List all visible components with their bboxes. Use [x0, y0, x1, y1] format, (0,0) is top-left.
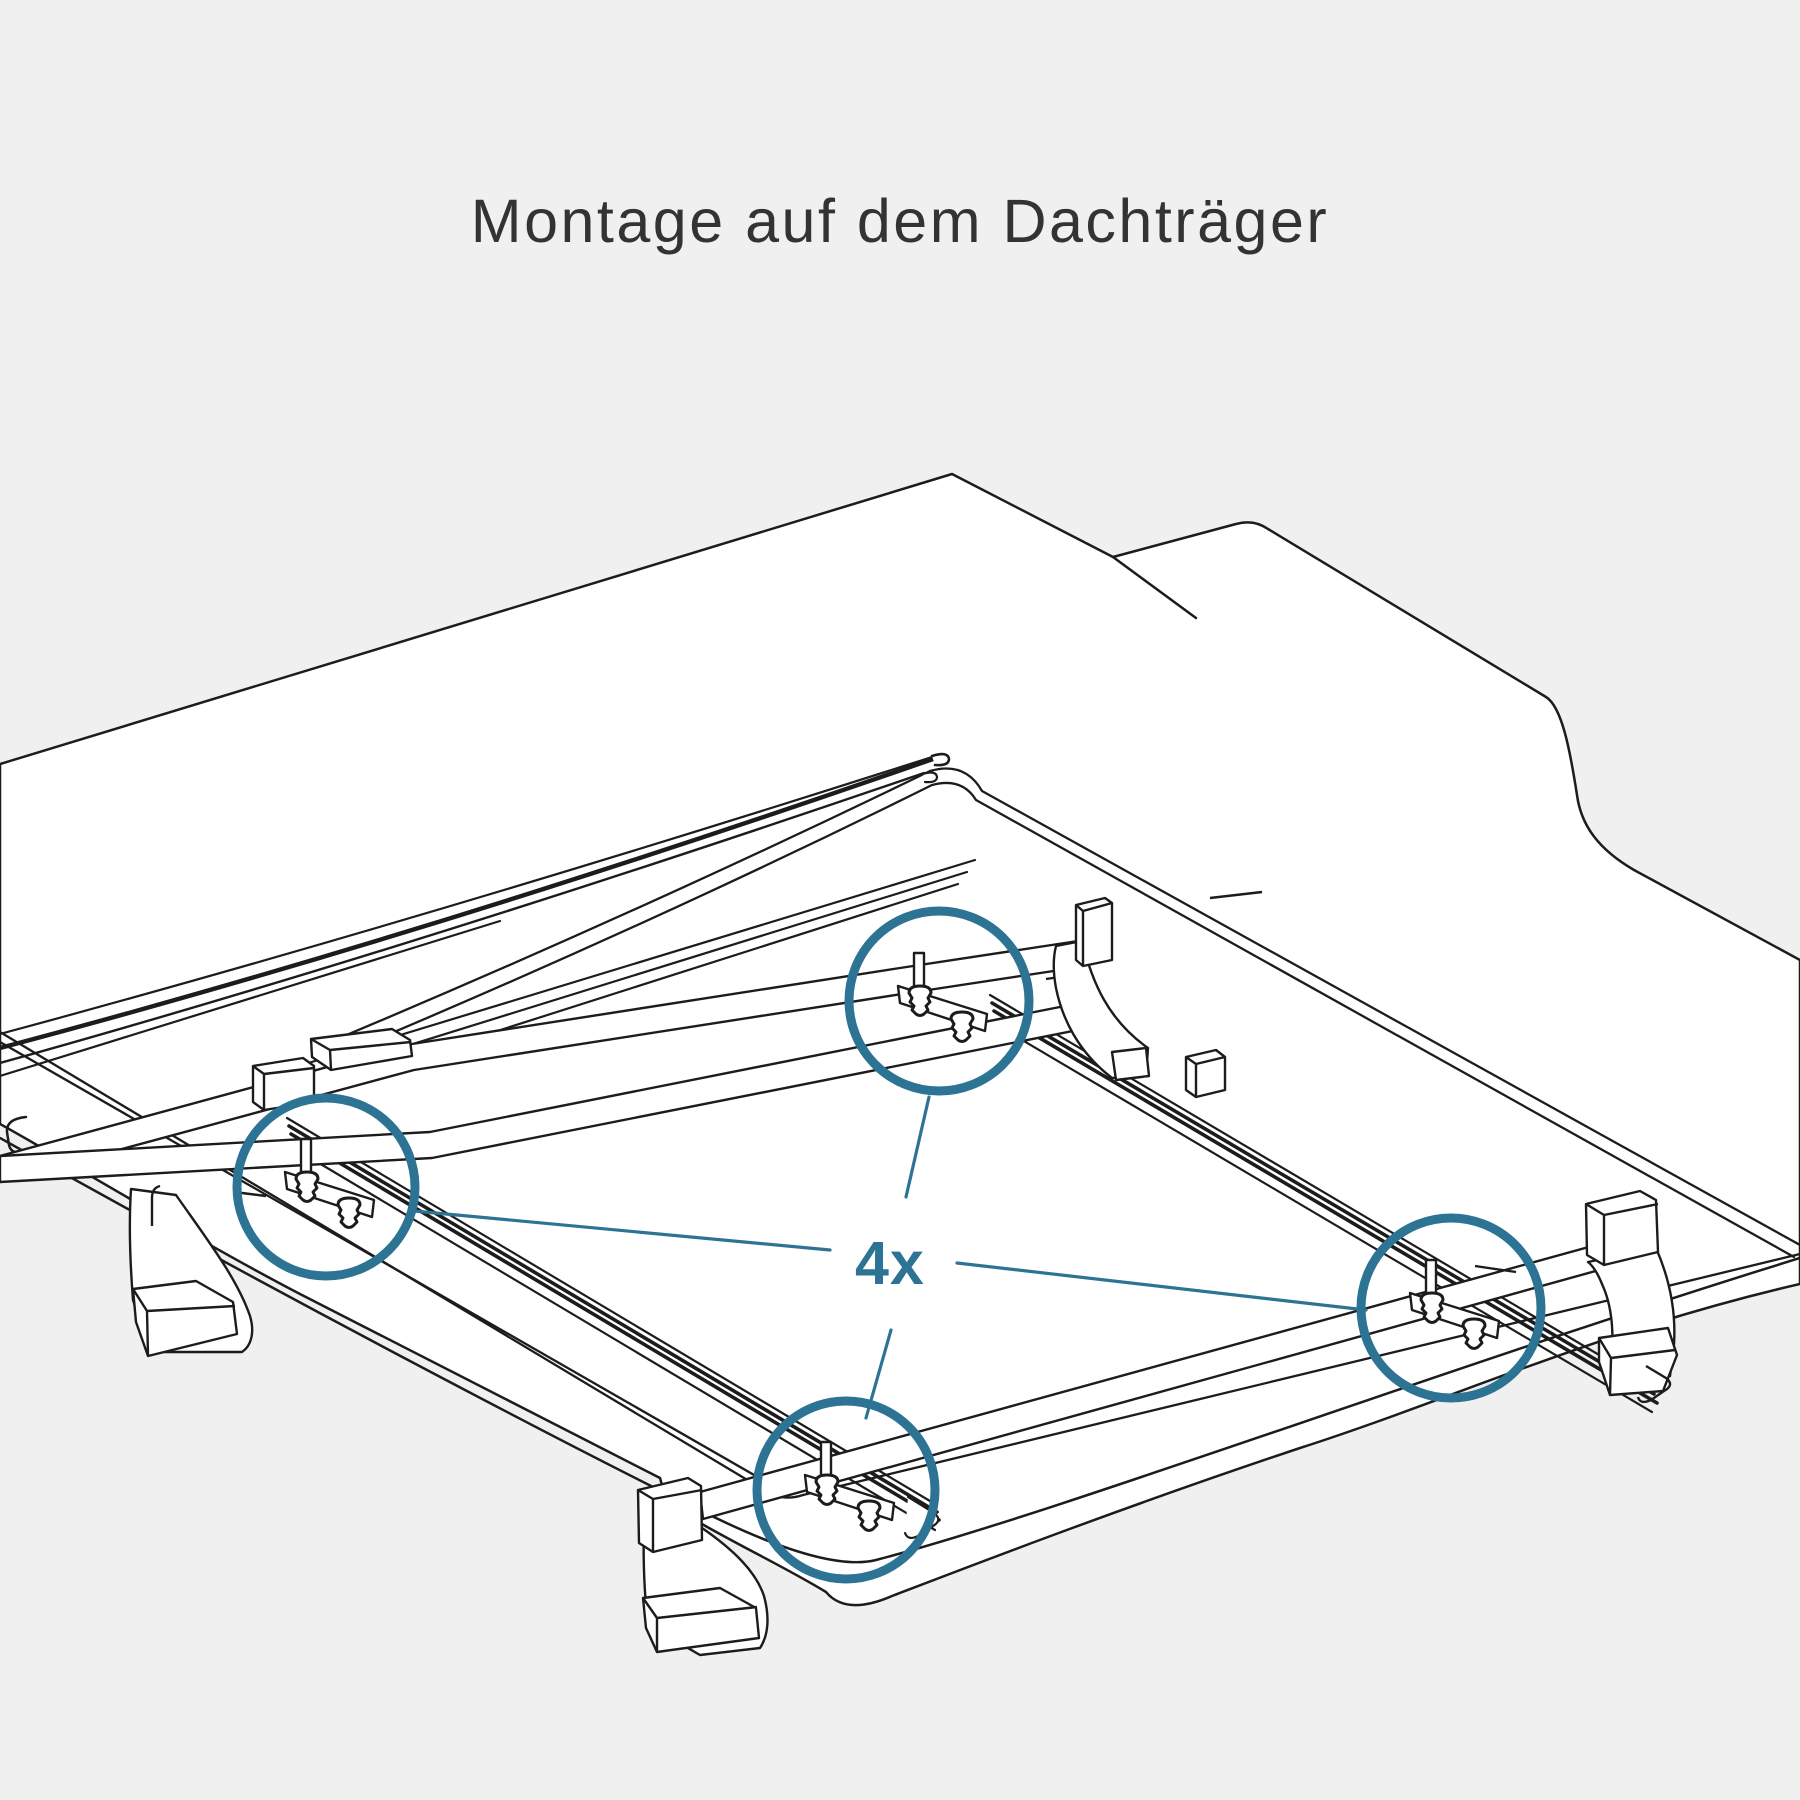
svg-text:4x: 4x	[855, 1229, 925, 1297]
svg-text:Montage auf dem Dachträger: Montage auf dem Dachträger	[471, 187, 1329, 255]
